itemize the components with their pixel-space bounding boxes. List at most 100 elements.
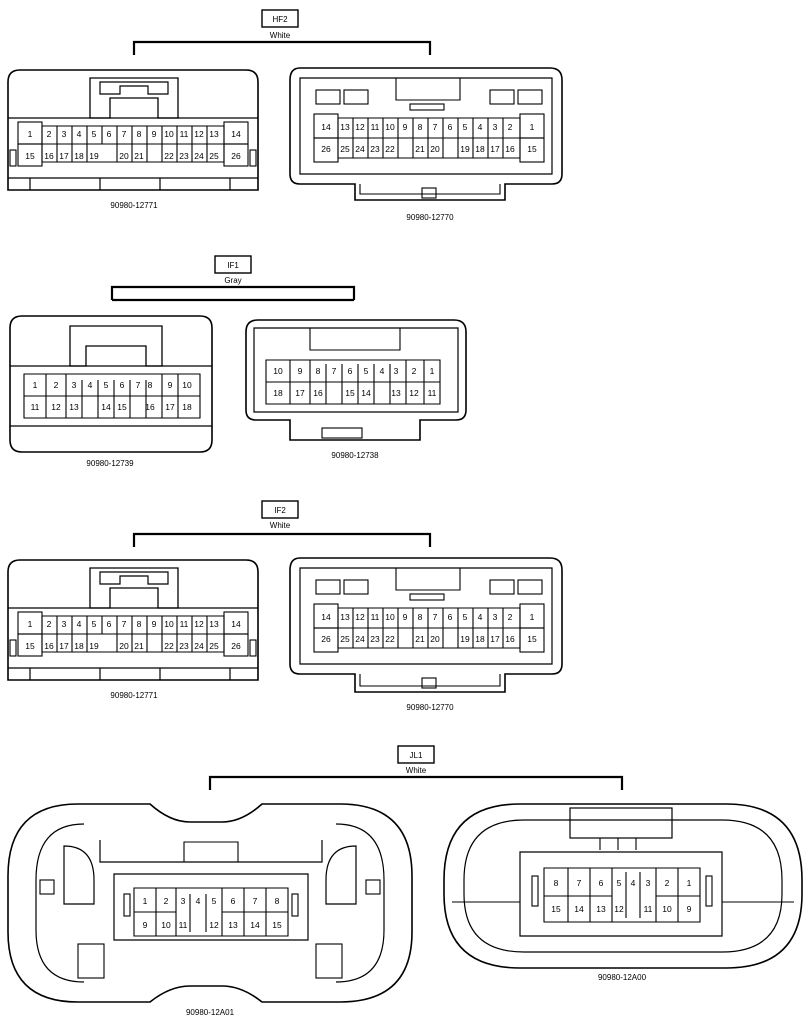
pin-number: 15: [117, 402, 127, 412]
pin-number: 14: [231, 619, 241, 629]
pin-number: 7: [577, 878, 582, 888]
pin-number: 9: [403, 122, 408, 132]
pin-number: 4: [478, 612, 483, 622]
group-tag-box-jl1: [397, 745, 435, 764]
connector-90980-12738: [245, 319, 467, 441]
pin-number: 22: [385, 144, 395, 154]
pin-number: 13: [209, 619, 219, 629]
pin-number: 3: [62, 129, 67, 139]
pin-number: 4: [631, 878, 636, 888]
pin-number: 15: [25, 641, 35, 651]
pin-number: 9: [143, 920, 148, 930]
pin-number: 5: [212, 896, 217, 906]
pin-number: 18: [74, 151, 84, 161]
pin-number: 9: [152, 129, 157, 139]
pin-number: 26: [231, 641, 241, 651]
group-tag-jl1: JL1: [410, 751, 423, 760]
pin-number: 8: [137, 619, 142, 629]
pin-number: 11: [180, 619, 189, 629]
pin-number: 11: [179, 920, 188, 930]
group-tag-if1: IF1: [227, 261, 239, 270]
pin-number: 3: [493, 122, 498, 132]
pin-number: 16: [313, 388, 323, 398]
pin-number: 2: [665, 878, 670, 888]
pin-number: 14: [231, 129, 241, 139]
pin-number: 10: [182, 380, 192, 390]
pin-number: 4: [478, 122, 483, 132]
pin-number: 18: [74, 641, 84, 651]
pin-number: 8: [137, 129, 142, 139]
pin-number: 7: [253, 896, 258, 906]
pin-number: 7: [433, 122, 438, 132]
pin-grid: [23, 373, 201, 419]
pin-number: 13: [340, 122, 350, 132]
pin-number: 17: [295, 388, 305, 398]
pin-number: 16: [505, 144, 515, 154]
pin-number: 17: [165, 402, 175, 412]
pin-number: 2: [47, 619, 52, 629]
pin-grid: [17, 121, 249, 167]
pin-number: 26: [231, 151, 241, 161]
pin-number: 18: [475, 144, 485, 154]
connector-90980-12A00: [443, 803, 803, 969]
pin-number: 8: [275, 896, 280, 906]
pin-number: 12: [614, 904, 624, 914]
pin-number: 1: [687, 878, 692, 888]
pin-number: 5: [364, 366, 369, 376]
group-if2: [7, 500, 563, 693]
pin-number: 21: [415, 634, 425, 644]
pin-grid: [123, 887, 299, 937]
group-if1: [9, 255, 467, 453]
part-number-if1-left: 90980-12739: [86, 459, 134, 468]
part-number-hf2-right: 90980-12770: [406, 213, 454, 222]
pin-number: 6: [599, 878, 604, 888]
housing-outline: [443, 803, 803, 969]
pin-number: 15: [272, 920, 282, 930]
group-bracket-if2: [132, 532, 432, 547]
pin-number: 14: [250, 920, 260, 930]
pin-number: 22: [164, 641, 174, 651]
connector-90980-12771-if2: [7, 559, 259, 681]
pin-number: 23: [179, 151, 189, 161]
pin-number: 4: [380, 366, 385, 376]
pin-number: 10: [164, 129, 174, 139]
pin-number: 8: [148, 380, 153, 390]
pin-number: 19: [89, 151, 99, 161]
connector-90980-12770-if2: [289, 557, 563, 693]
pin-number: 22: [164, 151, 174, 161]
latch-outline: [89, 77, 179, 119]
pin-number: 2: [54, 380, 59, 390]
pin-number: 20: [119, 641, 129, 651]
pin-number: 12: [355, 122, 365, 132]
pin-number: 3: [493, 612, 498, 622]
pin-number: 19: [460, 144, 470, 154]
pin-number: 9: [687, 904, 692, 914]
pin-number: 25: [209, 151, 219, 161]
group-color-hf2: White: [270, 31, 291, 40]
pin-number: 2: [412, 366, 417, 376]
part-number-if1-right: 90980-12738: [331, 451, 379, 460]
pin-number: 3: [181, 896, 186, 906]
pin-number: 2: [508, 612, 513, 622]
pin-number: 23: [370, 144, 380, 154]
pin-number: 14: [101, 402, 111, 412]
pin-number: 19: [89, 641, 99, 651]
pin-number: 25: [209, 641, 219, 651]
pin-grid: [531, 867, 713, 923]
housing-outline: [9, 315, 213, 453]
pin-number: 8: [418, 612, 423, 622]
group-bracket-hf2: [132, 40, 432, 55]
pin-number: 12: [355, 612, 365, 622]
pin-number: 6: [107, 619, 112, 629]
pin-number: 1: [33, 380, 38, 390]
pin-number: 17: [59, 641, 69, 651]
pin-number: 11: [31, 402, 40, 412]
pin-number: 11: [428, 388, 437, 398]
pin-number: 7: [122, 619, 127, 629]
pin-number: 20: [430, 634, 440, 644]
pin-number: 1: [28, 619, 33, 629]
housing-outline: [245, 319, 467, 441]
pin-number: 8: [554, 878, 559, 888]
part-number-hf2-left: 90980-12771: [110, 201, 158, 210]
